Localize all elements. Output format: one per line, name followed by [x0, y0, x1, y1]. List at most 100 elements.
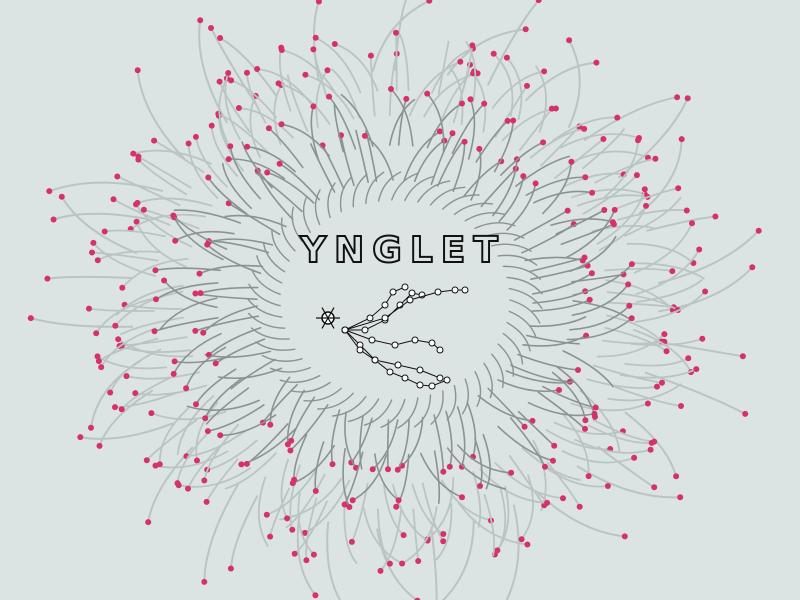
creature-bead — [406, 296, 414, 304]
hair-tip — [115, 336, 122, 343]
hair — [230, 358, 276, 390]
hair-tip — [524, 541, 531, 548]
hair — [310, 105, 320, 161]
hair-tip — [183, 385, 190, 392]
hair — [540, 125, 581, 167]
inner-curl — [363, 399, 393, 426]
creature-bead — [381, 301, 389, 309]
hair — [449, 67, 464, 126]
creature-icon[interactable] — [316, 283, 469, 390]
creature-bead — [394, 361, 402, 369]
hair — [95, 297, 155, 335]
hair — [280, 123, 330, 157]
hair-tip — [663, 348, 670, 355]
creature-bead — [408, 289, 416, 297]
hair — [204, 377, 243, 420]
hair-tip — [110, 196, 117, 203]
creature-bead — [428, 382, 436, 390]
hair — [330, 409, 341, 465]
hair-tip — [289, 526, 296, 533]
hair-tip — [201, 578, 208, 585]
hair — [185, 430, 246, 458]
inner-curl — [483, 232, 525, 239]
hair — [582, 174, 638, 215]
creature-bead — [368, 336, 376, 344]
hair — [497, 425, 554, 462]
hair — [530, 264, 589, 280]
hair — [528, 316, 587, 328]
hair — [562, 172, 625, 188]
creature-bead — [381, 314, 389, 322]
hair — [526, 334, 580, 345]
hair — [289, 464, 301, 531]
hair — [153, 139, 205, 173]
hair-tip — [88, 424, 94, 431]
hair — [186, 399, 260, 411]
inner-curl — [248, 283, 281, 307]
hair — [304, 479, 351, 534]
hair-tip — [535, 0, 542, 4]
hair-tip — [278, 121, 285, 128]
hair — [411, 483, 445, 535]
creature-bead — [371, 356, 379, 364]
hair — [355, 129, 369, 184]
hair — [569, 305, 631, 331]
hair-tip — [302, 71, 309, 78]
hair-tip — [329, 461, 336, 468]
hair — [285, 473, 326, 529]
hair-tip — [529, 417, 536, 424]
hair-tip — [287, 447, 294, 454]
creature-spike — [321, 317, 329, 329]
hair — [506, 56, 523, 121]
hair — [120, 336, 188, 347]
hair — [159, 297, 218, 330]
hair — [409, 60, 462, 117]
inner-curl — [474, 371, 482, 407]
outer-hair — [79, 422, 173, 440]
hair — [364, 135, 394, 181]
hair-tip — [312, 34, 319, 41]
hair-tip — [415, 558, 422, 564]
outer-hair — [372, 0, 431, 72]
hair — [606, 291, 679, 311]
hair-tip — [310, 551, 317, 558]
hair — [604, 139, 639, 198]
hair — [612, 187, 680, 211]
hair-tip — [625, 281, 632, 288]
hair — [582, 128, 625, 170]
hair-tip — [685, 355, 692, 362]
hair — [268, 127, 304, 169]
hair — [542, 161, 573, 215]
hair-tip — [267, 533, 274, 540]
hair-tip — [225, 70, 232, 76]
hair-tip — [326, 93, 333, 100]
hair-tip — [699, 335, 706, 342]
hair-tip — [540, 139, 547, 146]
hair — [525, 176, 587, 196]
hair — [397, 418, 410, 471]
outer-hair — [219, 37, 277, 96]
hair-tip — [755, 227, 762, 234]
hair — [496, 488, 507, 552]
inner-hairs — [151, 86, 635, 510]
hair-tip — [196, 270, 203, 277]
hair — [153, 317, 219, 333]
creature-tentacle — [344, 289, 465, 331]
inner-curl — [502, 265, 541, 280]
hair-tip — [114, 173, 121, 180]
hair-tip — [424, 90, 431, 97]
hair — [172, 332, 222, 375]
hair — [114, 391, 179, 409]
hair-tip — [291, 550, 298, 557]
hair-tip — [192, 133, 199, 140]
hair-tip — [626, 302, 633, 309]
inner-curl — [365, 171, 385, 204]
outer-hair — [597, 446, 656, 489]
inner-curl — [290, 381, 331, 393]
hair — [363, 507, 403, 565]
hair — [566, 317, 633, 341]
hair — [562, 350, 614, 388]
hair-tip — [481, 100, 488, 107]
inner-curl — [255, 341, 296, 351]
